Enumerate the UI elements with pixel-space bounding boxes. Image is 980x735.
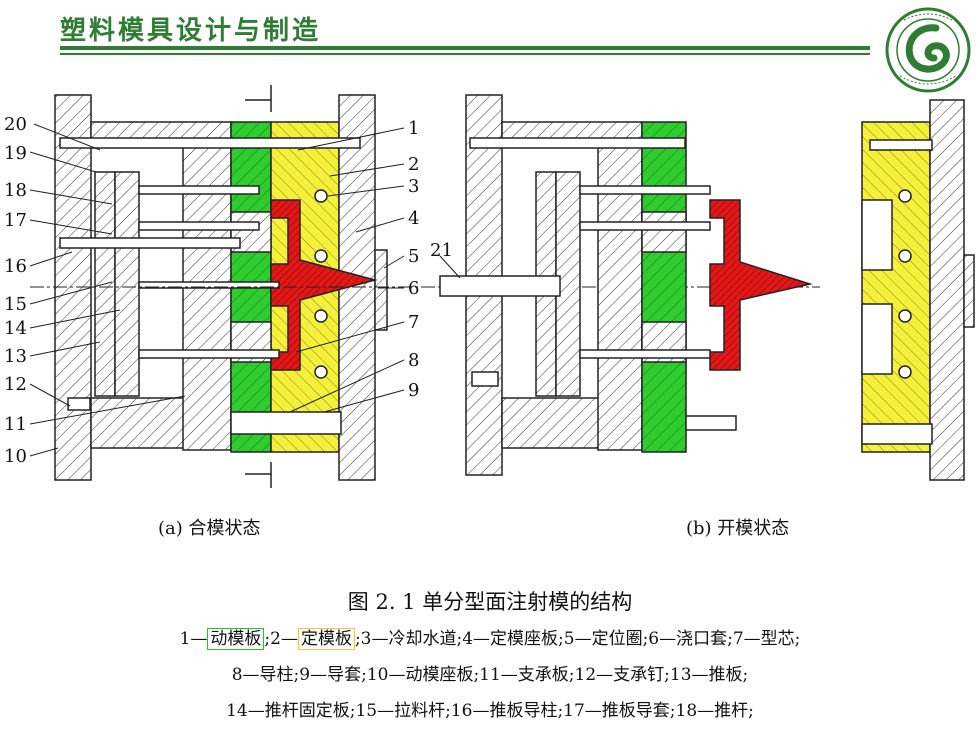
part-label: 4 [408, 208, 420, 229]
open-mold [439, 94, 813, 476]
mold-diagram [29, 85, 975, 488]
part-label: 14 [4, 318, 27, 339]
legend-line-3: 14—推杆固定板;15—拉料杆;16—推板导柱;17—推板导套;18—推杆; [226, 701, 754, 721]
part-label: 11 [4, 414, 27, 435]
part-label: 1 [408, 118, 420, 139]
part-label: 21 [430, 240, 453, 261]
fixed-half [861, 99, 975, 481]
caption-closed: (a) 合模状态 [158, 518, 261, 539]
part-label: 20 [4, 114, 27, 135]
part-label: 2 [408, 154, 420, 175]
part-label: 16 [4, 256, 27, 277]
legend-line-2: 8—导柱;9—导套;10—动模座板;11—支承板;12—支承钉;13—推板; [231, 665, 749, 685]
part-label: 9 [408, 380, 420, 401]
part-label: 18 [4, 180, 27, 201]
header-title: 塑料模具设计与制造 [60, 16, 322, 46]
part-label: 3 [408, 176, 420, 197]
legend-text: 1— [179, 629, 208, 649]
part-label: 5 [408, 246, 420, 267]
caption-open: (b) 开模状态 [686, 518, 790, 539]
part-label: 19 [4, 143, 27, 164]
part-label: 15 [4, 294, 27, 315]
legend-text: ;2— [264, 629, 298, 649]
legend-text: ;3—冷却水道;4—定模座板;5—定位圈;6—浇口套;7—型芯; [354, 629, 801, 649]
part-label: 12 [4, 374, 27, 395]
part-label: 17 [4, 210, 27, 231]
legend-line-1: 1—动模板;2—定模板;3—冷却水道;4—定模座板;5—定位圈;6—浇口套;7—… [0, 624, 980, 650]
part-label: 6 [408, 278, 420, 299]
part-label: 8 [408, 350, 420, 371]
leader-lines [29, 123, 461, 457]
part-label: 10 [4, 446, 27, 467]
figure-title: 图 2. 1 单分型面注射模的结构 [347, 590, 633, 614]
part-label: 13 [4, 346, 27, 367]
part-label: 7 [408, 312, 420, 333]
header-rule-thin [60, 53, 870, 55]
university-logo-icon [885, 7, 971, 93]
legend-highlight-moving-plate: 动模板 [207, 628, 265, 650]
legend-highlight-fixed-plate: 定模板 [297, 628, 355, 650]
header-rule-thick [60, 46, 870, 50]
